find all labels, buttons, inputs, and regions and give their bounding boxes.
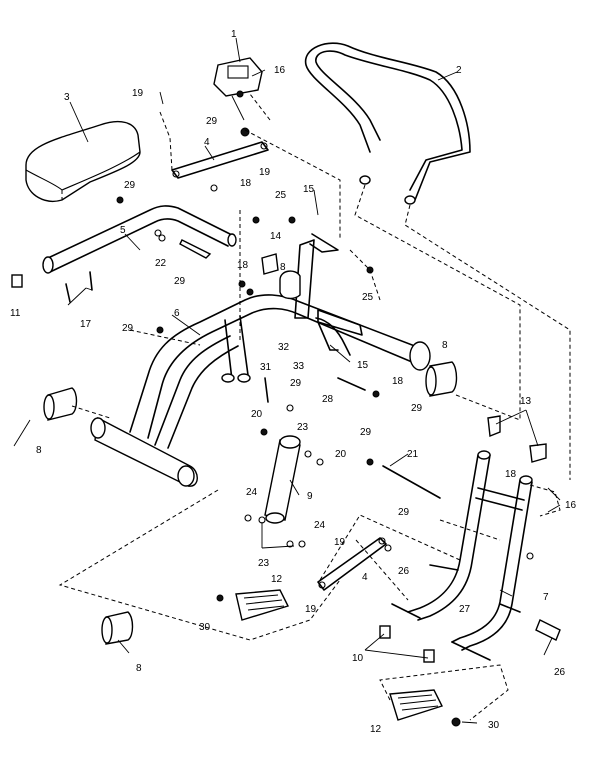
console-unit <box>213 57 263 121</box>
callout-29-d: 29 <box>122 323 134 334</box>
callout-19-a: 19 <box>132 88 144 99</box>
callout-8-bottom: 8 <box>136 663 142 674</box>
callout-21: 21 <box>407 449 419 460</box>
callout-12-upper: 12 <box>271 574 283 585</box>
callout-16-lower: 16 <box>565 500 577 511</box>
callout-16-upper: 16 <box>274 65 286 76</box>
callout-26-upper: 26 <box>398 566 410 577</box>
assembly-guide-lines <box>58 93 561 721</box>
seat-cushion <box>25 120 141 202</box>
callout-14: 14 <box>270 231 282 242</box>
callout-20-a: 20 <box>251 409 263 420</box>
callout-3: 3 <box>64 92 70 103</box>
callout-29-e: 29 <box>290 378 302 389</box>
callout-22: 22 <box>155 258 167 269</box>
callout-23-lower: 23 <box>258 558 270 569</box>
callout-20-b: 20 <box>335 449 347 460</box>
callout-18-c: 18 <box>392 376 404 387</box>
callout-4-upper: 4 <box>204 137 210 148</box>
callout-18-d: 18 <box>505 469 517 480</box>
callout-30-lower: 30 <box>488 720 500 731</box>
callout-8-left: 8 <box>36 445 42 456</box>
callout-29-g: 29 <box>360 427 372 438</box>
seat-frame-tube <box>42 205 237 274</box>
callout-19-c: 19 <box>334 537 346 548</box>
callout-29-a: 29 <box>206 116 218 127</box>
callout-19-d: 19 <box>305 604 317 615</box>
callout-1: 1 <box>231 29 237 40</box>
callout-28: 28 <box>322 394 334 405</box>
callout-25-upper: 25 <box>275 190 287 201</box>
callout-29-h: 29 <box>398 507 410 518</box>
callout-27: 27 <box>459 604 471 615</box>
callout-17: 17 <box>80 319 92 330</box>
callout-33: 33 <box>293 361 305 372</box>
lower-link-bracket <box>317 537 387 591</box>
callout-5: 5 <box>120 225 126 236</box>
callout-4-lower: 4 <box>362 572 368 583</box>
pedals <box>235 589 443 721</box>
callout-30-upper: 30 <box>199 622 211 633</box>
callout-8-center: 8 <box>280 262 286 273</box>
callout-11: 11 <box>10 308 21 319</box>
callout-29-b: 29 <box>124 180 136 191</box>
callout-8-right: 8 <box>442 340 448 351</box>
callout-2: 2 <box>456 65 462 76</box>
callout-25-lower: 25 <box>362 292 374 303</box>
pedal-arm-frame <box>11 274 561 663</box>
pivot-post <box>317 309 363 351</box>
callout-19-b: 19 <box>259 167 271 178</box>
callout-32: 32 <box>278 342 290 353</box>
callout-labels: 1 2 3 4 4 5 6 7 8 8 8 8 9 10 11 12 12 13… <box>10 29 577 735</box>
callout-13: 13 <box>520 396 532 407</box>
callout-29-c: 29 <box>174 276 186 287</box>
callout-7: 7 <box>543 592 549 603</box>
callout-29-f: 29 <box>411 403 423 414</box>
callout-18-a: 18 <box>240 178 252 189</box>
leader-lines <box>13 37 561 724</box>
callout-15-lower: 15 <box>357 360 369 371</box>
callout-6: 6 <box>174 308 180 319</box>
callout-24-right: 24 <box>314 520 326 531</box>
callout-10: 10 <box>352 653 364 664</box>
callout-12-lower: 12 <box>370 724 382 735</box>
end-caps <box>43 270 458 645</box>
upper-link-bracket <box>171 141 269 179</box>
callout-26-lower: 26 <box>554 667 566 678</box>
hardware-small <box>65 90 534 727</box>
handlebar <box>304 42 571 480</box>
callout-18-b: 18 <box>237 260 249 271</box>
main-frame <box>90 233 431 487</box>
callout-31: 31 <box>260 362 272 373</box>
callout-23-upper: 23 <box>297 422 309 433</box>
callout-15-upper: 15 <box>303 184 315 195</box>
callout-9: 9 <box>307 491 313 502</box>
callout-24-left: 24 <box>246 487 258 498</box>
